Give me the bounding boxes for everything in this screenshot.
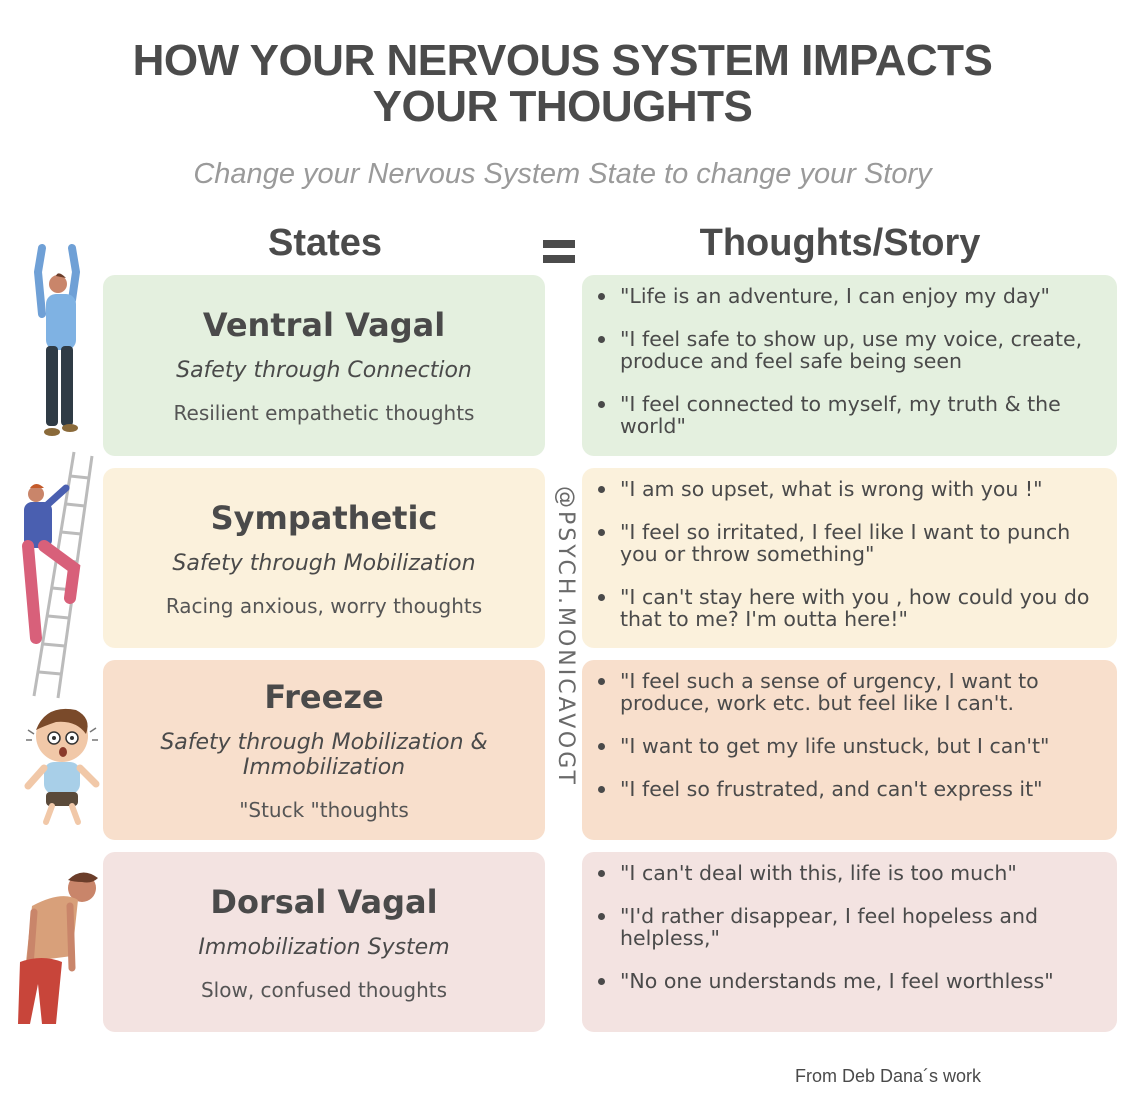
thought-item: "I am so upset, what is wrong with you !… (592, 478, 1103, 500)
subtitle: Change your Nervous System State to chan… (193, 158, 932, 190)
thought-item: "I feel safe to show up, use my voice, c… (592, 328, 1103, 372)
scared-child-icon (24, 708, 100, 825)
state-thought-type: "Stuck "thoughts (239, 798, 409, 822)
thoughts-column-header: Thoughts/Story (699, 222, 981, 264)
state-name: Dorsal Vagal (210, 882, 438, 921)
thought-item: "I feel connected to myself, my truth & … (592, 393, 1103, 437)
state-name: Freeze (264, 678, 384, 716)
state-safety: Safety through Mobilization (172, 550, 476, 576)
state-safety: Safety through Connection (176, 358, 472, 383)
state-card-sympathetic: Sympathetic Safety through Mobilization … (103, 468, 545, 648)
thought-item: "Life is an adventure, I can enjoy my da… (592, 285, 1103, 307)
thoughts-list: "I am so upset, what is wrong with you !… (592, 478, 1103, 630)
thoughts-card-freeze: "I feel such a sense of urgency, I want … (582, 660, 1117, 840)
state-name: Sympathetic (210, 498, 438, 537)
thoughts-card-dorsal-vagal: "I can't deal with this, life is too muc… (582, 852, 1117, 1032)
thought-item: "I feel so irritated, I feel like I want… (592, 521, 1103, 565)
equals-sign-icon (543, 236, 575, 266)
person-arms-raised-icon (33, 244, 81, 436)
thoughts-card-sympathetic: "I am so upset, what is wrong with you !… (582, 468, 1117, 648)
state-name: Ventral Vagal (202, 306, 446, 344)
state-thought-type: Resilient empathetic thoughts (173, 401, 475, 425)
thought-item: "I want to get my life unstuck, but I ca… (592, 735, 1103, 757)
states-column-header: States (267, 222, 383, 264)
state-thought-type: Slow, confused thoughts (200, 977, 448, 1002)
slumped-person-icon (18, 872, 98, 1024)
page-title: HOW YOUR NERVOUS SYSTEM IMPACTS YOUR THO… (0, 38, 1125, 130)
thought-item: "I can't deal with this, life is too muc… (592, 862, 1103, 884)
thoughts-card-ventral-vagal: "Life is an adventure, I can enjoy my da… (582, 275, 1117, 456)
person-climbing-ladder-icon (22, 451, 94, 699)
state-card-ventral-vagal: Ventral Vagal Safety through Connection … (103, 275, 545, 456)
state-thought-type: Racing anxious, worry thoughts (165, 593, 483, 618)
state-card-dorsal-vagal: Dorsal Vagal Immobilization System Slow,… (103, 852, 545, 1032)
state-safety: Immobilization System (198, 934, 450, 960)
thought-item: "I'd rather disappear, I feel hopeless a… (592, 905, 1103, 949)
thoughts-list: "Life is an adventure, I can enjoy my da… (592, 285, 1103, 437)
title-line-2: YOUR THOUGHTS (372, 82, 753, 131)
credit-text: From Deb Dana´s work (795, 1066, 982, 1086)
thoughts-list: "I can't deal with this, life is too muc… (592, 862, 1103, 992)
thoughts-list: "I feel such a sense of urgency, I want … (592, 670, 1103, 800)
state-safety: Safety through Mobilization & Immobiliza… (160, 730, 488, 780)
title-line-1: HOW YOUR NERVOUS SYSTEM IMPACTS (132, 36, 993, 85)
thought-item: "I can't stay here with you , how could … (592, 586, 1103, 630)
watermark: @PSYCH.MONICAVOGT (553, 486, 578, 787)
thought-item: "I feel such a sense of urgency, I want … (592, 670, 1103, 714)
thought-item: "No one understands me, I feel worthless… (592, 970, 1103, 992)
state-card-freeze: Freeze Safety through Mobilization & Imm… (103, 660, 545, 840)
thought-item: "I feel so frustrated, and can't express… (592, 778, 1103, 800)
